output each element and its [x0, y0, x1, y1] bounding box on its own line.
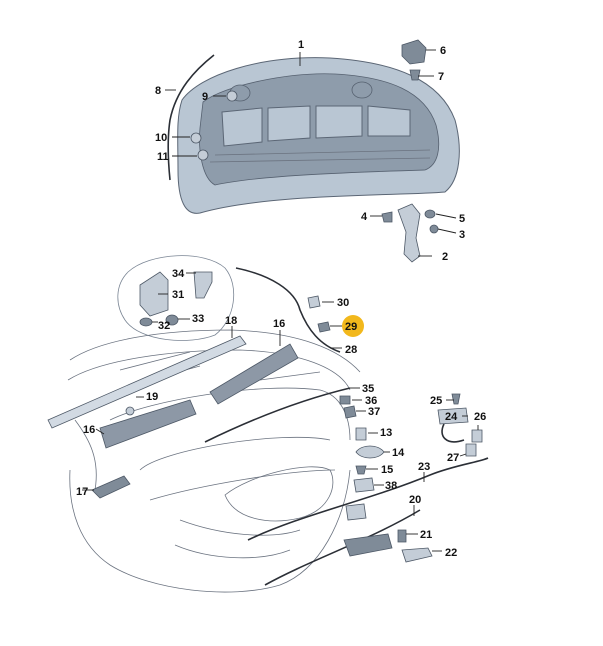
- label-19: 19: [146, 391, 158, 403]
- screw-7: [409, 69, 421, 81]
- screw-15: [355, 465, 367, 475]
- handle-22: [401, 547, 433, 563]
- label-10: 10: [155, 132, 167, 144]
- label-3: 3: [459, 229, 465, 241]
- leader-lines: [82, 49, 479, 552]
- bolt-4: [381, 211, 393, 223]
- lock-latch: [345, 503, 367, 521]
- label-13: 13: [380, 427, 392, 439]
- cowl-seal-18: [47, 335, 247, 429]
- hood-clip-9: [226, 90, 238, 102]
- label-16-left: 16: [83, 424, 95, 436]
- bracket-31: [139, 271, 169, 317]
- label-17: 17: [76, 486, 88, 498]
- label-25: 25: [430, 395, 442, 407]
- label-5: 5: [459, 213, 465, 225]
- label-30: 30: [337, 297, 349, 309]
- label-28: 28: [345, 344, 357, 356]
- hood-hinge: [397, 203, 421, 263]
- label-20: 20: [409, 494, 421, 506]
- label-9: 9: [202, 91, 208, 103]
- label-37: 37: [368, 406, 380, 418]
- screw-25: [451, 393, 461, 405]
- label-29: 29: [345, 321, 357, 333]
- label-11: 11: [157, 151, 169, 163]
- vehicle-front-body: [67, 329, 361, 593]
- label-7: 7: [438, 71, 444, 83]
- grommet-19: [125, 406, 135, 416]
- label-35: 35: [362, 383, 374, 395]
- clip-32: [139, 317, 153, 327]
- label-34: 34: [172, 268, 185, 280]
- label-4: 4: [361, 211, 368, 223]
- label-24: 24: [445, 411, 458, 423]
- buffer-14: [355, 445, 385, 459]
- label-14: 14: [392, 447, 405, 459]
- label-16-right: 16: [273, 318, 285, 330]
- bolt-3: [429, 224, 439, 234]
- bolt-21: [397, 529, 407, 543]
- bracket-17: [91, 475, 131, 499]
- hood-clip-11: [197, 149, 209, 161]
- clip-30: [307, 295, 321, 309]
- grommet-13: [355, 427, 367, 441]
- cowl-cover-left: [99, 399, 197, 449]
- hood-clip-10: [190, 132, 202, 144]
- connector-26: [471, 429, 483, 443]
- label-38: 38: [385, 480, 397, 492]
- release-cable-20: [264, 509, 421, 586]
- label-31: 31: [172, 289, 184, 301]
- hood-bump-stop: [401, 39, 427, 65]
- hood-lock: [343, 533, 393, 557]
- cowl-cover-right: [209, 343, 299, 405]
- part-number-labels: 1 6 7 8 9 10 11 4 5 3 2 34 31 32 33 18 1…: [76, 39, 486, 559]
- label-26: 26: [474, 411, 486, 423]
- clip-36: [339, 395, 351, 405]
- label-6: 6: [440, 45, 446, 57]
- label-36: 36: [365, 395, 377, 407]
- hood-prop-rod: [235, 267, 341, 353]
- label-2: 2: [442, 251, 448, 263]
- release-cable-23: [247, 457, 489, 541]
- label-1: 1: [298, 39, 304, 51]
- sensor-wire: [441, 423, 465, 443]
- connector-27: [465, 443, 477, 457]
- nut-5: [424, 209, 436, 219]
- label-27: 27: [447, 452, 459, 464]
- nut-33: [165, 314, 179, 326]
- clip-34: [193, 271, 213, 299]
- label-32: 32: [158, 320, 170, 332]
- hood-panel: [177, 57, 460, 214]
- label-18: 18: [225, 315, 237, 327]
- clip-29: [317, 321, 331, 333]
- label-15: 15: [381, 464, 393, 476]
- label-22: 22: [445, 547, 457, 559]
- release-cable-35: [204, 387, 351, 443]
- bracket-38: [353, 477, 375, 493]
- hood-seal-strip: [167, 54, 215, 181]
- label-33: 33: [192, 313, 204, 325]
- detail-inset: [117, 255, 235, 341]
- label-21: 21: [420, 529, 432, 541]
- clip-37: [343, 405, 357, 419]
- label-23: 23: [418, 461, 430, 473]
- label-8: 8: [155, 85, 161, 97]
- highlight-badge-29: [342, 315, 364, 337]
- sensor-24: [437, 407, 469, 425]
